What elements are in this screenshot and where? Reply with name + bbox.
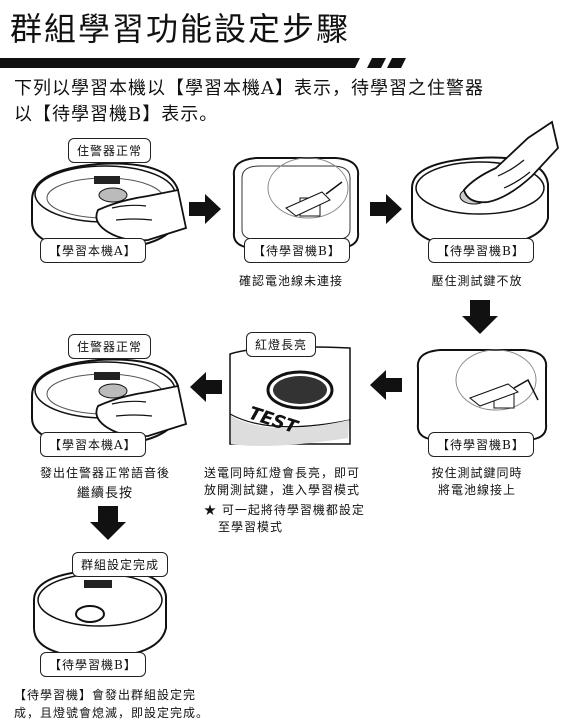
step5-caption-1: 送電同時紅燈會長亮，即可 bbox=[204, 466, 361, 480]
title-divider-band bbox=[0, 58, 406, 68]
detector-a-pressing-illustration bbox=[31, 358, 188, 448]
arrow-right-icon bbox=[370, 194, 402, 224]
step5-note-1: ★ 可一起將待學習機都設定 bbox=[204, 503, 365, 517]
status-tag-normal: 住警器正常 bbox=[68, 138, 152, 163]
step6-caption-2: 繼續長按 bbox=[76, 486, 133, 501]
arrow-right-icon bbox=[189, 194, 221, 224]
detector-b-done-illustration bbox=[33, 568, 167, 660]
status-tag-normal: 住警器正常 bbox=[68, 334, 152, 359]
step2-caption: 確認電池線未連接 bbox=[238, 274, 343, 288]
status-tag-group-done: 群組設定完成 bbox=[72, 552, 169, 577]
step6-caption-1: 發出住警器正常語音後 bbox=[39, 466, 170, 480]
footer-line-1: 【待學習機】會發出群組設定完 bbox=[14, 688, 197, 702]
arrow-down-icon bbox=[462, 300, 498, 334]
label-tag-detector-a: 【學習本機A】 bbox=[40, 432, 146, 457]
detector-b-pressing-illustration bbox=[411, 120, 559, 250]
test-button-red-light-illustration bbox=[229, 346, 351, 446]
step4-caption-1: 按住測試鍵同時 bbox=[431, 466, 523, 480]
intro-line-1: 下列以學習本機以【學習本機A】表示，待學習之住警器 bbox=[14, 78, 484, 99]
step3-caption: 壓住測試鍵不放 bbox=[431, 274, 523, 288]
intro-line-2: 以【待學習機B】表示。 bbox=[14, 104, 219, 125]
label-tag-detector-b: 【待學習機B】 bbox=[244, 238, 350, 263]
arrow-left-icon bbox=[370, 370, 402, 400]
step5-note-2: 至學習模式 bbox=[218, 520, 284, 534]
step4-caption-2: 將電池線接上 bbox=[437, 483, 516, 497]
detector-b-connect-battery-illustration bbox=[416, 349, 548, 441]
arrow-left-icon bbox=[190, 372, 222, 402]
footer-line-2: 成，且燈號會熄滅，即設定完成。 bbox=[14, 706, 210, 720]
label-tag-detector-b: 【待學習機B】 bbox=[428, 238, 534, 263]
label-tag-detector-b: 【待學習機B】 bbox=[40, 652, 146, 677]
arrow-down-icon bbox=[90, 506, 126, 540]
label-tag-detector-b: 【待學習機B】 bbox=[428, 432, 534, 457]
page-title: 群組學習功能設定步驟 bbox=[10, 10, 351, 48]
step5-caption-2: 放開測試鍵，進入學習模式 bbox=[204, 483, 361, 497]
status-tag-red-light: 紅燈長亮 bbox=[246, 332, 317, 357]
detector-b-open-illustration bbox=[232, 157, 360, 249]
label-tag-detector-a: 【學習本機A】 bbox=[40, 238, 146, 263]
